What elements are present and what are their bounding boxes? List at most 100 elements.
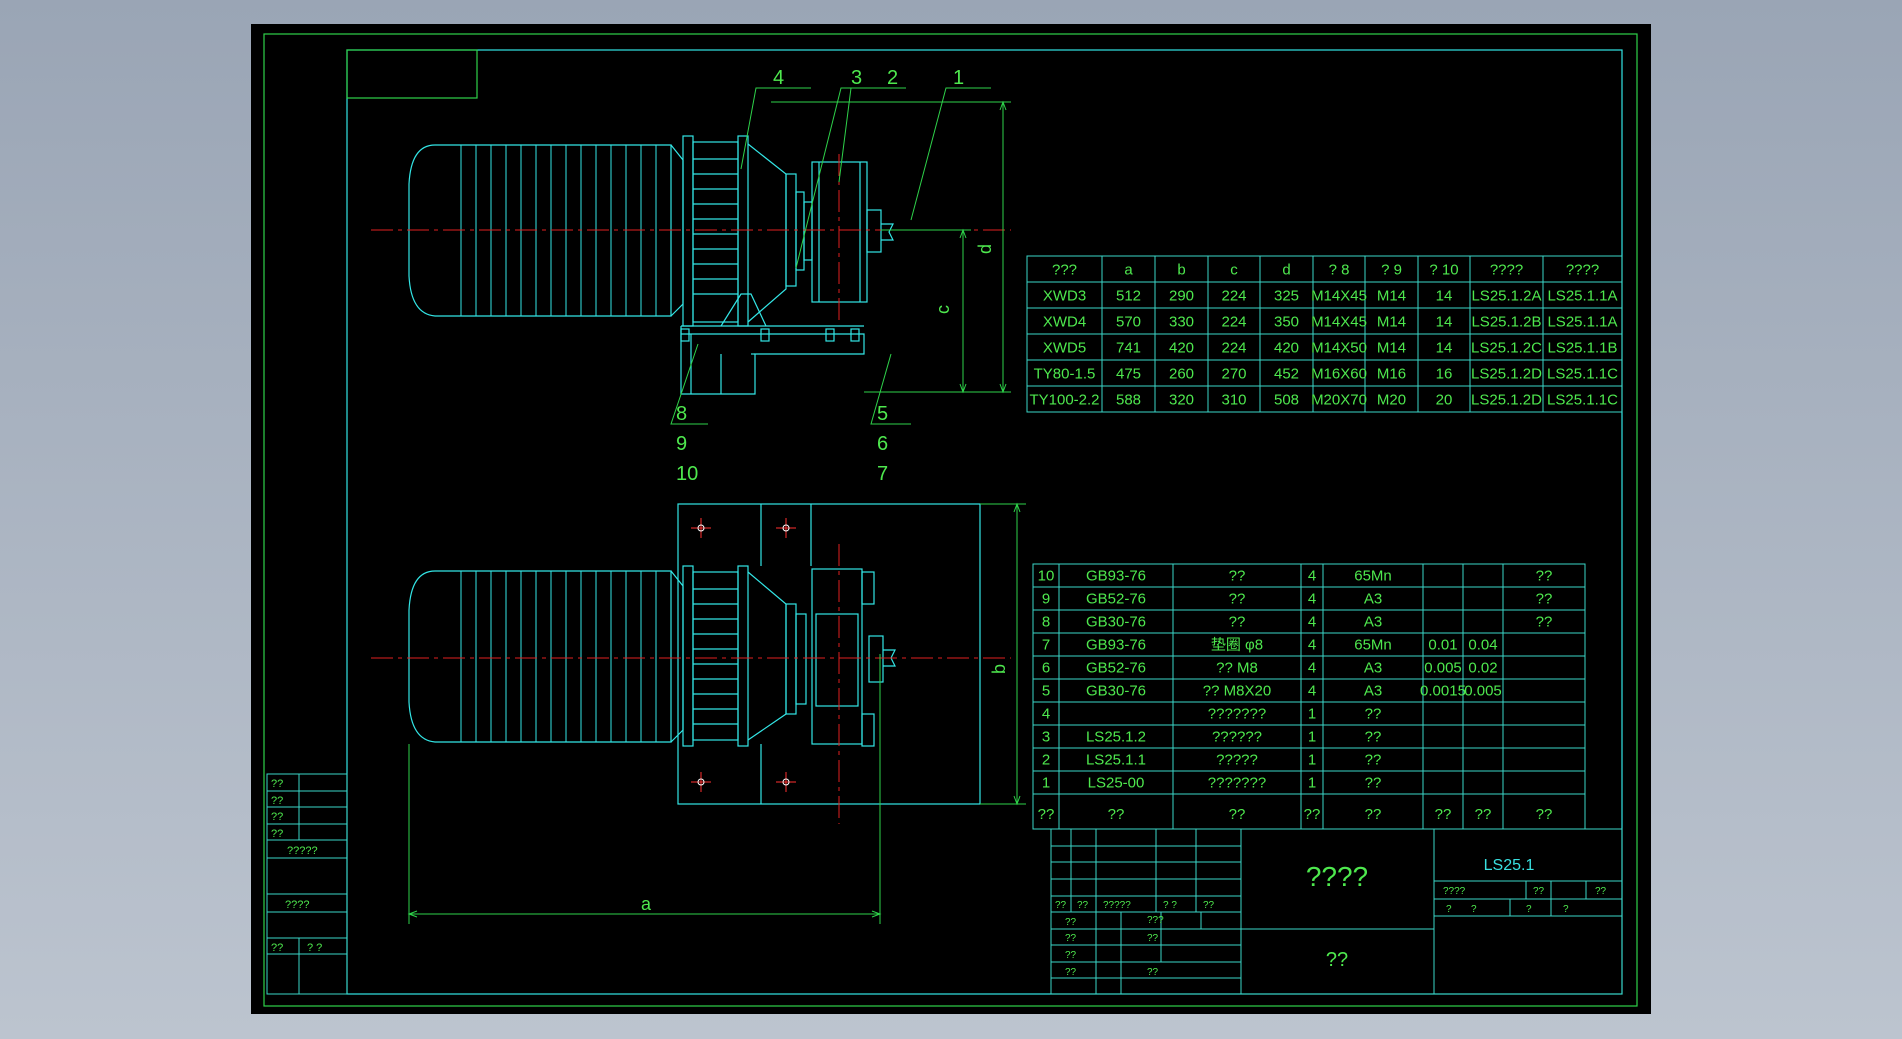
- spec-cell: 420: [1169, 340, 1194, 357]
- parts-cell: A3: [1364, 683, 1382, 700]
- parts-header-cell: ??: [1038, 806, 1055, 823]
- drawing-border: [263, 33, 1638, 1007]
- spec-cell: 14: [1436, 288, 1453, 305]
- spec-cell: XWD5: [1043, 340, 1086, 357]
- title-right-label: ??: [1533, 886, 1545, 897]
- parts-cell: 65Mn: [1354, 637, 1392, 654]
- parts-cell: GB30-76: [1086, 683, 1146, 700]
- callout-4: 4: [773, 67, 784, 89]
- drawing-canvas: ?? ?? ?? ?? ????? ???? ?? ? ?: [263, 33, 1638, 1007]
- parts-cell: ??: [1536, 591, 1553, 608]
- spec-cell: LS25.1.2D: [1471, 366, 1542, 383]
- parts-cell: ??: [1365, 706, 1382, 723]
- spec-cell: M14: [1377, 314, 1406, 331]
- dimension-label-d: d: [975, 244, 995, 254]
- parts-cell: 4: [1042, 706, 1050, 723]
- title-block: [1050, 828, 1623, 995]
- title-right-label: ????: [1443, 886, 1466, 897]
- spec-cell: 325: [1274, 288, 1299, 305]
- plan-centerlines: [371, 544, 1011, 824]
- callout-7: 7: [877, 463, 888, 485]
- parts-cell: ?? M8X20: [1203, 683, 1271, 700]
- parts-cell: ?? M8: [1216, 660, 1258, 677]
- spec-cell: M14: [1377, 288, 1406, 305]
- parts-cell: ?????: [1216, 752, 1258, 769]
- spec-cell: 290: [1169, 288, 1194, 305]
- parts-cell: ??: [1229, 568, 1246, 585]
- spec-cell: 14: [1436, 340, 1453, 357]
- spec-cell: M16X60: [1311, 366, 1367, 383]
- parts-cell: ??: [1229, 591, 1246, 608]
- spec-cell: LS25.1.2B: [1471, 314, 1541, 331]
- title-right-small: ?: [1471, 904, 1477, 915]
- parts-cell: 垫圈 φ8: [1211, 637, 1263, 654]
- title-left-label: ??: [1203, 900, 1215, 911]
- spec-cell: M14X45: [1311, 314, 1367, 331]
- spec-cell: 350: [1274, 314, 1299, 331]
- dimension-label-a: a: [641, 894, 652, 914]
- parts-cell: LS25-00: [1088, 775, 1145, 792]
- left-strip-label: ??: [271, 942, 283, 954]
- parts-cell: GB93-76: [1086, 637, 1146, 654]
- spec-cell: ????: [1566, 262, 1599, 279]
- spec-cell: ? 10: [1429, 262, 1458, 279]
- spec-cell: 570: [1116, 314, 1141, 331]
- title-row-label: ??: [1065, 950, 1077, 961]
- spec-cell: ? 8: [1329, 262, 1350, 279]
- title-right-small: ?: [1563, 904, 1569, 915]
- spec-cell: 16: [1436, 366, 1453, 383]
- parts-cell: 0.02: [1468, 660, 1497, 677]
- callout-5: 5: [877, 403, 888, 425]
- callout-1: 1: [953, 67, 964, 89]
- parts-cell: 0.0015: [1420, 683, 1466, 700]
- spec-cell: 588: [1116, 392, 1141, 409]
- parts-cell: 6: [1042, 660, 1050, 677]
- spec-cell: LS25.1.1A: [1547, 288, 1617, 305]
- spec-cell: a: [1124, 262, 1133, 279]
- cad-viewport[interactable]: ?? ?? ?? ?? ????? ???? ?? ? ?: [251, 24, 1651, 1014]
- spec-cell: LS25.1.1A: [1547, 314, 1617, 331]
- spec-cell: c: [1230, 262, 1238, 279]
- callout-6: 6: [877, 433, 888, 455]
- spec-cell: TY80-1.5: [1034, 366, 1096, 383]
- parts-cell: 10: [1038, 568, 1055, 585]
- parts-cell: LS25.1.1: [1086, 752, 1146, 769]
- elevation-centerlines: [371, 154, 1011, 324]
- spec-cell: 224: [1221, 288, 1246, 305]
- parts-cell: GB52-76: [1086, 660, 1146, 677]
- left-strip-label: ????: [285, 899, 309, 911]
- spec-cell: 310: [1221, 392, 1246, 409]
- spec-cell: 475: [1116, 366, 1141, 383]
- title-left-label: ? ?: [1163, 900, 1177, 911]
- spec-cell: LS25.1.2A: [1471, 288, 1541, 305]
- spec-cell: ? 9: [1381, 262, 1402, 279]
- parts-cell: 1: [1308, 775, 1316, 792]
- spec-cell: XWD3: [1043, 288, 1086, 305]
- parts-cell: 4: [1308, 660, 1316, 677]
- title-row-label: ???: [1147, 915, 1164, 926]
- spec-cell: M20X70: [1311, 392, 1367, 409]
- parts-cell: 1: [1308, 729, 1316, 746]
- left-strip-table: [266, 773, 348, 995]
- title-row-label: ??: [1065, 933, 1077, 944]
- spec-cell: M14X45: [1311, 288, 1367, 305]
- callout-10: 10: [676, 463, 698, 485]
- left-strip-label: ?????: [287, 845, 318, 857]
- title-row-label: ??: [1065, 917, 1077, 928]
- parts-cell: 0.005: [1424, 660, 1462, 677]
- callout-leaders: [670, 87, 991, 425]
- spec-cell: 260: [1169, 366, 1194, 383]
- spec-cell: ???: [1052, 262, 1077, 279]
- spec-cell: TY100-2.2: [1029, 392, 1099, 409]
- parts-cell: 4: [1308, 637, 1316, 654]
- spec-cell: M20: [1377, 392, 1406, 409]
- title-row-label: ??: [1065, 967, 1077, 978]
- spec-cell: 20: [1436, 392, 1453, 409]
- spec-cell: LS25.1.1C: [1547, 366, 1618, 383]
- spec-cell: LS25.1.2D: [1471, 392, 1542, 409]
- callout-3: 3: [851, 67, 862, 89]
- spec-cell: 14: [1436, 314, 1453, 331]
- spec-cell: LS25.1.1B: [1547, 340, 1617, 357]
- spec-cell: 330: [1169, 314, 1194, 331]
